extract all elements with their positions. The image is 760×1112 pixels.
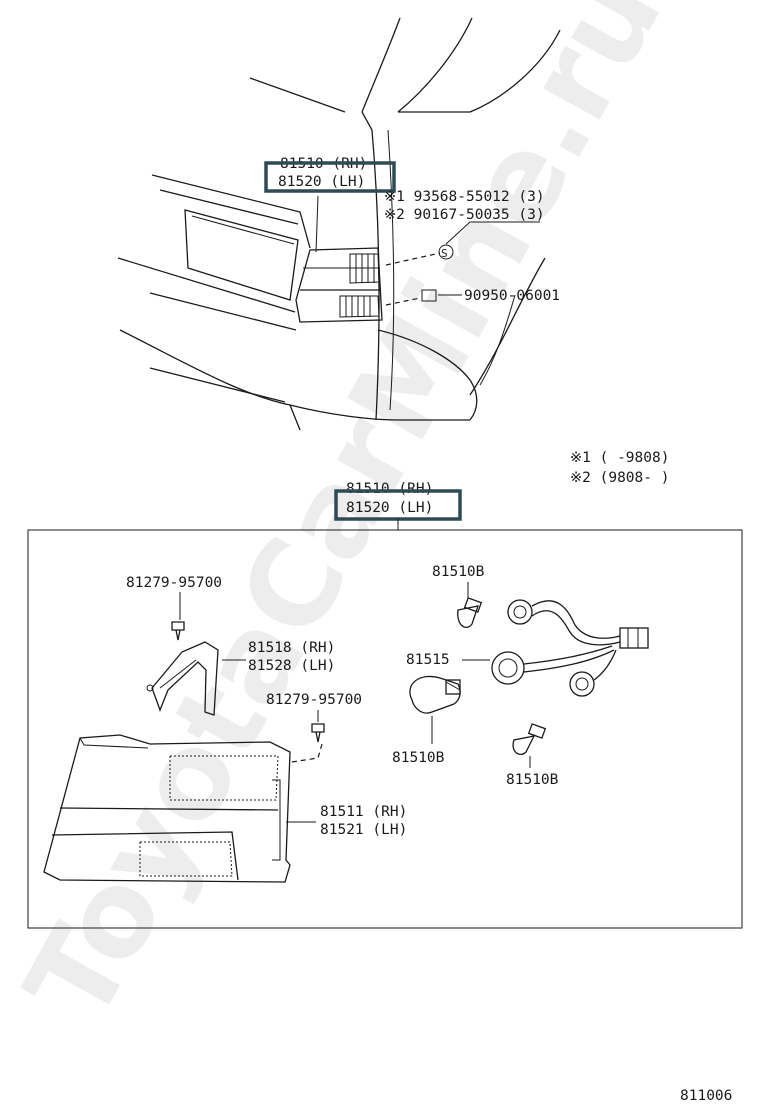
top-part-lh: 81520 (LH) — [278, 174, 365, 190]
lens-rh-label: 81511 (RH) — [320, 804, 407, 820]
clip-part-label: 90950-06001 — [464, 288, 560, 304]
exploded-part-lh: 81520 (LH) — [346, 500, 433, 516]
large-bulb-icon — [409, 675, 461, 714]
screw-mid-icon — [311, 723, 325, 743]
screw-top-icon — [171, 621, 185, 641]
fastener-2-label: ※2 90167-50035 (3) — [384, 207, 545, 223]
bulb-large-label: 81510B — [392, 750, 445, 766]
fastener-1-label: ※1 93568-55012 (3) — [384, 189, 545, 205]
car-rear-illustration — [117, 17, 561, 431]
exploded-frame — [27, 529, 743, 929]
socket-label: 81515 — [406, 652, 450, 668]
lamp-cover-icon — [146, 641, 219, 716]
legend-note-1: ※1 ( -9808) — [570, 450, 669, 466]
socket-wire-harness-icon — [491, 599, 649, 697]
lamp-lens-icon — [43, 734, 291, 883]
wedge-bulb-top-icon — [457, 597, 483, 628]
screw-top-label: 81279-95700 — [126, 575, 222, 591]
cover-lh-label: 81528 (LH) — [248, 658, 335, 674]
bulb-right-label: 81510B — [506, 772, 559, 788]
cover-rh-label: 81518 (RH) — [248, 640, 335, 656]
lens-lh-label: 81521 (LH) — [320, 822, 407, 838]
legend-note-2: ※2 (9808- ) — [570, 470, 669, 486]
figure-number: 811006 — [680, 1088, 732, 1104]
screw-mid-label: 81279-95700 — [266, 692, 362, 708]
bulb-top-label: 81510B — [432, 564, 485, 580]
fastener-symbol: S — [441, 247, 448, 260]
fastener-symbol-circle — [438, 244, 454, 260]
exploded-part-rh: 81510 (RH) — [346, 481, 433, 497]
wedge-bulb-right-icon — [512, 723, 547, 755]
clip-icon — [421, 289, 437, 302]
top-highlight-box — [264, 161, 396, 193]
